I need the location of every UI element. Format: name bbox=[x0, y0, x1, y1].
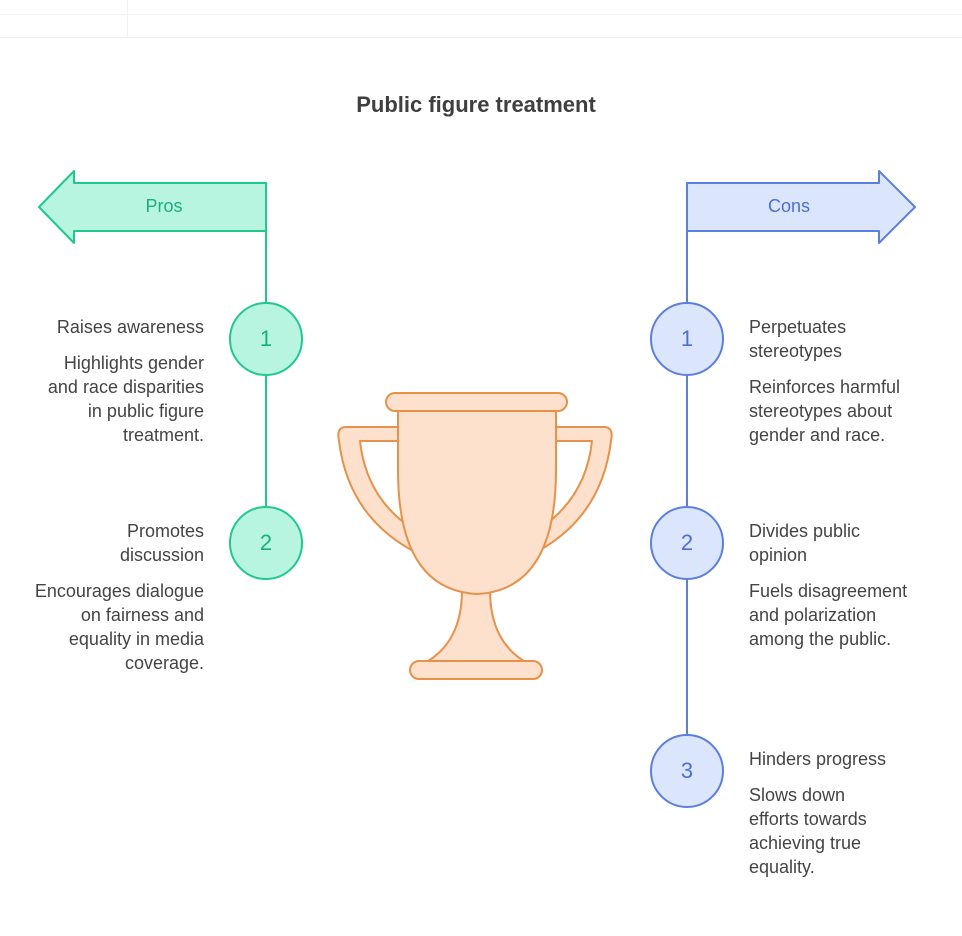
cons-item-1: Perpetuates stereotypes Reinforces harmf… bbox=[749, 315, 919, 447]
pros-item-text: Encourages dialogue on fairness and equa… bbox=[34, 581, 204, 673]
cons-item-heading: Divides public opinion bbox=[749, 521, 861, 565]
cons-number-1: 1 bbox=[680, 326, 694, 351]
pros-marker-1 bbox=[229, 302, 303, 376]
cons-item-text: Reinforces harmful stereotypes about gen… bbox=[749, 377, 901, 445]
pros-item-heading: Raises awareness bbox=[56, 317, 204, 337]
cons-item-text: Fuels disagreement and polarization amon… bbox=[749, 581, 908, 649]
cons-marker-1 bbox=[650, 302, 724, 376]
pros-marker-2 bbox=[229, 506, 303, 580]
cons-arrow bbox=[686, 170, 916, 244]
cons-item-2: Divides public opinion Fuels disagreemen… bbox=[749, 519, 919, 651]
top-toolbar-strip bbox=[0, 0, 962, 38]
diagram-title: Public figure treatment bbox=[356, 92, 596, 117]
pros-number-1: 1 bbox=[259, 326, 273, 351]
pros-item-text: Highlights gender and race disparities i… bbox=[47, 353, 204, 445]
cons-label: Cons bbox=[767, 196, 811, 216]
pros-arrow bbox=[38, 170, 267, 244]
cons-item-3: Hinders progress Slows down efforts towa… bbox=[749, 747, 919, 879]
pros-label: Pros bbox=[145, 196, 183, 216]
trophy-icon bbox=[337, 392, 613, 680]
cons-marker-3 bbox=[650, 734, 724, 808]
cons-item-heading: Perpetuates stereotypes bbox=[749, 317, 847, 361]
toolbar-divider bbox=[0, 14, 962, 15]
pros-number-2: 2 bbox=[259, 530, 273, 555]
pros-item-heading: Promotes discussion bbox=[119, 521, 204, 565]
cons-item-heading: Hinders progress bbox=[749, 749, 887, 769]
cons-item-text: Slows down efforts towards achieving tru… bbox=[749, 785, 867, 877]
toolbar-divider bbox=[0, 37, 962, 38]
pros-item-2: Promotes discussion Encourages dialogue … bbox=[34, 519, 204, 675]
cons-number-3: 3 bbox=[680, 758, 694, 783]
pros-item-1: Raises awareness Highlights gender and r… bbox=[34, 315, 204, 447]
cons-marker-2 bbox=[650, 506, 724, 580]
cons-number-2: 2 bbox=[680, 530, 694, 555]
toolbar-divider bbox=[127, 0, 128, 38]
